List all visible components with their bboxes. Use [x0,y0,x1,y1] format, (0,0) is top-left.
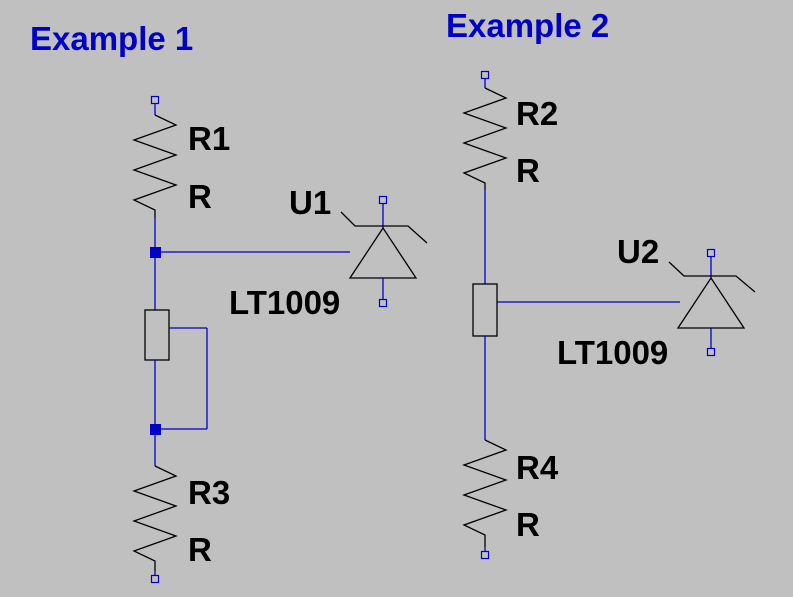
r1-value: R [188,178,212,215]
u1-zener-bar [340,211,428,244]
r3-value: R [188,531,212,568]
r3-bottom-pin[interactable] [150,574,160,584]
potentiometer[interactable] [144,309,170,361]
example-2-title: Example 2 [446,7,609,44]
potentiometer-2[interactable] [472,283,498,337]
u2-reference[interactable] [668,248,756,357]
u2-part: LT1009 [557,334,668,371]
r4-value: R [516,506,540,543]
r2-value: R [516,152,540,189]
r1-resistor[interactable] [132,114,178,218]
r2-top-pin[interactable] [480,70,490,80]
example-1: Example 1 R1 R R3 R [30,20,428,584]
r1-top-pin[interactable] [150,95,160,105]
r4-name: R4 [516,449,559,486]
u1-bottom-pin[interactable] [378,298,388,308]
u2-bottom-pin[interactable] [706,347,716,357]
u1-triangle [348,226,418,279]
u1-name: U1 [289,184,331,221]
u2-name: U2 [617,233,659,270]
u1-top-pin[interactable] [378,195,388,205]
r3-resistor[interactable] [132,465,178,571]
r4-bottom-pin[interactable] [480,550,490,560]
u2-triangle [676,276,746,329]
r1-name: R1 [188,120,230,157]
u2-top-pin[interactable] [706,248,716,258]
example-1-title: Example 1 [30,20,193,57]
r3-name: R3 [188,474,230,511]
u1-part: LT1009 [229,284,340,321]
r4-resistor[interactable] [462,439,508,547]
example-2: Example 2 R2 R R4 R U2 LT1009 [446,7,756,560]
u1-reference[interactable] [340,195,428,308]
u2-zener-bar [668,261,756,293]
r2-resistor[interactable] [462,87,508,190]
r2-name: R2 [516,95,558,132]
